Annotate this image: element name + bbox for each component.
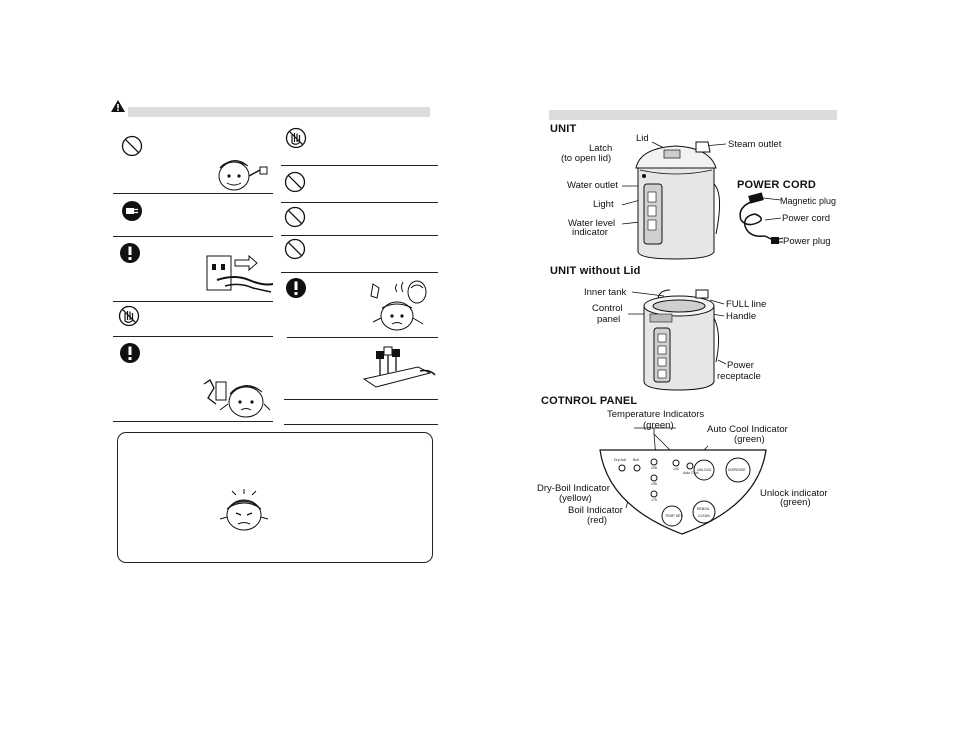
divider [281, 165, 438, 166]
prohibited-icon [284, 171, 306, 193]
temp-175-text: 175 [651, 498, 657, 502]
character-with-pot-steam-illustration [370, 280, 427, 331]
unit-illustration [621, 141, 727, 260]
divider [284, 399, 438, 400]
clean-button-text[interactable]: CLEAN [698, 514, 710, 518]
control-label: Control [592, 303, 623, 314]
temp-208-text: 208 [651, 466, 657, 470]
power-strip-overload-illustration [362, 346, 436, 388]
lid-label: Lid [636, 133, 649, 144]
prohibited-icon [284, 206, 306, 228]
warning-header-bar [128, 107, 430, 117]
boil-color-label: (red) [587, 515, 608, 526]
unlock-color-label: (green) [780, 497, 811, 508]
auto-cool-color-label: (green) [734, 434, 765, 445]
unlock-indicator-label: Unlock indicator [760, 488, 828, 499]
control-panel-title: COTNROL PANEL [541, 395, 638, 407]
power-receptacle-label: Power [727, 360, 754, 371]
dry-boil-indicator [618, 464, 626, 472]
auto-cool-indicator [686, 462, 694, 470]
divider [287, 337, 438, 338]
hand-stop-icon [285, 127, 307, 149]
unlock-button-text[interactable]: UNLOCK [697, 468, 712, 472]
prohibited-icon [121, 135, 143, 157]
dry-boil-indicator-label: Dry-Boil Indicator [537, 483, 610, 494]
dispense-button-text[interactable]: DISPENSE [728, 468, 746, 472]
panel-label: panel [597, 314, 621, 325]
unlock-button [693, 459, 715, 481]
exclamation-icon [286, 278, 306, 298]
section-header-bar [549, 110, 837, 120]
divider [113, 236, 273, 237]
unit-without-lid-title: UNIT without Lid [550, 265, 641, 277]
reboil-button-text[interactable]: REBOIL [697, 507, 710, 511]
power-cord-label: Power cord [782, 213, 831, 224]
power-cord-title: POWER CORD [737, 179, 816, 191]
auto-cool-indicator-label: Auto Cool Indicator [707, 424, 788, 435]
exclamation-icon [120, 343, 140, 363]
temp-indicator-208 [650, 458, 658, 466]
divider [113, 301, 273, 302]
water-level-indicator-label: indicator [572, 227, 608, 238]
water-level-label: Water level [568, 218, 616, 229]
dry-boil-color-label: (yellow) [559, 493, 592, 504]
auto-cool-panel-text: Auto Cool [683, 471, 699, 475]
latch-note-label: (to open lid) [561, 153, 612, 164]
control-panel-illustration [599, 427, 767, 535]
temperature-indicators-color-label: (green) [643, 420, 674, 431]
divider [281, 202, 438, 203]
handle-label: Handle [726, 311, 757, 322]
temp-set-button [661, 505, 683, 527]
boil-indicator [633, 464, 641, 472]
inner-tank-label: Inner tank [584, 287, 627, 298]
divider [284, 424, 438, 425]
temp-195-text: 195 [651, 482, 657, 486]
steam-outlet-label: Steam outlet [728, 139, 782, 150]
light-label: Light [593, 199, 614, 210]
hand-stop-icon [118, 305, 140, 327]
divider [113, 421, 273, 422]
reboil-clean-button [692, 500, 716, 524]
dry-boil-panel-text: Dry-boil [614, 458, 627, 462]
temp-set-button-text[interactable]: TEMP SET [665, 514, 683, 518]
note-box [117, 432, 433, 563]
divider [281, 272, 438, 273]
temp-indicator-175 [650, 490, 658, 498]
full-line-label: FULL line [726, 299, 767, 310]
boil-panel-text: Boil [633, 458, 639, 462]
pulling-plug-from-outlet-illustration [206, 254, 274, 293]
character-with-plug-illustration [218, 160, 268, 191]
divider [281, 235, 438, 236]
unit-without-lid-illustration [628, 289, 727, 391]
latch-label: Latch [589, 143, 613, 154]
magnetic-plug-label: Magnetic plug [780, 196, 837, 206]
unplug-icon [122, 201, 142, 221]
temp-indicator-195 [650, 474, 658, 482]
temperature-indicators-label: Temperature Indicators [607, 409, 705, 420]
boil-indicator-label: Boil Indicator [568, 505, 623, 516]
dispense-button [725, 457, 751, 483]
temp-indicator-140 [672, 459, 680, 467]
water-outlet-label: Water outlet [567, 180, 618, 191]
divider [113, 336, 273, 337]
unit-title: UNIT [550, 123, 577, 135]
warning-triangle-icon [111, 100, 125, 112]
temp-140-text: 140 [673, 467, 679, 471]
prohibited-icon [284, 238, 306, 260]
exclamation-icon [120, 243, 140, 263]
character-sweating-illustration [219, 489, 269, 531]
receptacle-label: receptacle [717, 371, 761, 382]
divider [113, 193, 273, 194]
character-hurt-illustration [203, 379, 271, 418]
power-plug-label: Power plug [783, 236, 831, 247]
power-cord-illustration [739, 192, 784, 244]
